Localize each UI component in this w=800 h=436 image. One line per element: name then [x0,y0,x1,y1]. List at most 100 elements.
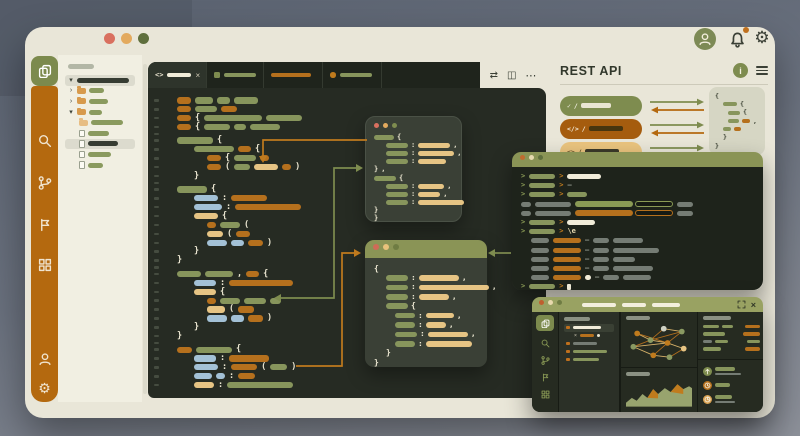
method-pill[interactable]: ✓/ [560,95,642,116]
file-icon [79,161,85,169]
mini-explorer: × [559,312,619,412]
tree-item[interactable] [65,117,135,128]
code-line: ( [154,305,542,314]
endpoint-row: </>/ [560,118,768,139]
extensions-icon[interactable] [31,258,58,272]
code-line: { [154,114,542,123]
more-actions-icon[interactable]: ⋯ [525,69,537,82]
tree-item[interactable]: › [65,86,135,97]
run-debug-icon[interactable] [541,373,550,382]
extensions-icon[interactable] [541,390,550,399]
activity-files-active[interactable] [31,56,58,86]
code-line: }, [374,165,386,174]
code-area: {:,:,:},{:,:,:}} [374,133,465,223]
terminal-window[interactable]: >>>>–>>>>>>\e–––––>> [512,152,763,290]
code-line: :, [374,283,497,292]
code-line: { [715,109,759,117]
code-line: :, [374,320,478,329]
menu-pill[interactable] [652,302,680,307]
info-icon[interactable]: i [733,63,748,78]
traffic-light-close[interactable] [104,33,115,44]
menu-pill[interactable] [622,302,646,307]
editor-tab[interactable]: <>× [148,62,207,88]
mini-tree-item[interactable] [564,323,614,332]
account-icon[interactable] [31,352,58,366]
feed-row [703,364,760,378]
code-line: ( [154,229,542,238]
code-line: >> [521,172,754,181]
search-icon[interactable] [541,339,550,348]
code-line: >> [521,190,754,199]
mini-tree-item[interactable]: × [564,332,614,340]
chevron-down-icon: ▾ [69,76,73,84]
mini-preview-window[interactable]: × × [532,297,763,412]
activity-bar: ⚙ [31,86,58,402]
editor-tab[interactable] [264,62,323,88]
mini-dashboard [620,312,763,412]
source-control-icon[interactable] [540,356,550,365]
activity-feed-panel [698,360,763,412]
tree-item[interactable] [65,128,135,139]
arrow-up-icon [703,366,712,376]
area-chart-panel [621,368,697,412]
code-line: { [154,185,542,194]
code-line: :, [374,330,478,339]
sync-icon[interactable]: ⇄ [489,69,498,81]
code-line: } [374,357,379,367]
code-line: { [154,212,542,221]
settings-gear-icon[interactable]: ⚙ [38,380,51,396]
floating-code-window-2[interactable]: {:,:,:,{:,:,:,:}} [365,240,497,367]
tree-item[interactable] [65,160,135,171]
code-line: { [154,123,542,132]
code-line: { [154,136,542,145]
avatar[interactable] [694,28,716,50]
split-editor-icon[interactable]: ◫ [506,69,517,81]
mini-tree-item[interactable] [564,356,614,364]
close-icon[interactable]: × [750,299,756,310]
traffic-light-minimize[interactable] [121,33,132,44]
code-line: : [374,158,453,166]
editor-tab[interactable] [207,62,264,88]
code-line: :, [374,292,478,301]
editor-tab[interactable] [323,62,382,88]
tree-item[interactable] [65,138,135,150]
chevron-right-icon: › [69,97,73,105]
code-line: } [374,214,379,223]
close-icon[interactable]: × [195,70,201,80]
code-line: : [154,203,542,212]
files-icon[interactable] [536,315,554,331]
notification-badge [743,27,749,33]
tree-item[interactable] [65,149,135,160]
traffic-light-zoom[interactable] [138,33,149,44]
mini-tree-item[interactable] [564,340,614,348]
code-line: } [154,247,542,256]
code-line: :, [374,141,457,149]
stat-row [703,345,760,353]
tree-item[interactable]: ▾ [65,75,135,86]
code-line: : [154,354,542,363]
stat-row [703,330,760,338]
bell-icon[interactable] [727,27,749,50]
terminal-output: >>>>–>>>>>>\e–––––>> [512,167,763,290]
list-menu-icon[interactable] [756,66,768,75]
floating-code-window-1[interactable]: {:,:,:},{:,:,:}} [365,116,465,223]
file-icon [79,129,85,138]
panel-separator[interactable] [143,64,147,394]
tree-item[interactable]: › [65,96,135,107]
menu-pill[interactable] [582,302,616,307]
search-icon[interactable] [31,134,58,148]
mini-tree-item[interactable] [564,348,614,356]
request-response-arrows [650,121,704,136]
code-line: : [154,372,542,381]
node-graph-panel [621,312,697,367]
modified-dot-icon [330,72,336,78]
settings-gear-icon[interactable]: ⚙ [754,28,770,47]
source-control-icon[interactable] [31,176,58,190]
code-line: :, [374,182,453,190]
explorer-panel: ▾ ›› ▾ [58,55,142,402]
method-pill[interactable]: </>/ [560,118,642,139]
run-debug-icon[interactable] [31,218,58,232]
code-line: } [154,172,542,181]
expand-icon[interactable] [737,300,746,309]
tree-item[interactable]: ▾ [65,107,135,118]
